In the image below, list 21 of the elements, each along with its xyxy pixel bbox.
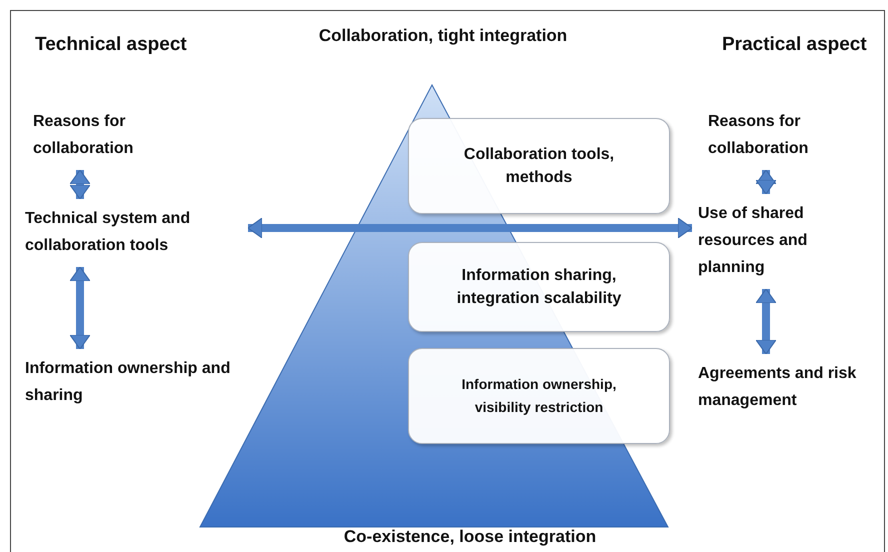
text-label: Reasons for collaboration	[708, 108, 848, 162]
double-arrow	[70, 170, 90, 200]
column-heading: Technical aspect	[35, 34, 187, 56]
text-label: Technical system and collaboration tools	[25, 205, 240, 259]
column-heading: Practical aspect	[722, 34, 867, 56]
axis-caption: Co-existence, loose integration	[344, 527, 596, 547]
axis-caption: Collaboration, tight integration	[318, 26, 568, 46]
box-text: Collaboration tools, methods	[462, 145, 616, 188]
process-box	[408, 118, 670, 214]
double-arrow	[756, 170, 776, 194]
box-text: Information sharing, integration scalability	[456, 266, 622, 309]
double-arrow	[70, 266, 90, 350]
process-box	[408, 348, 670, 444]
box-text: Information ownership, visibility restriction	[460, 375, 618, 417]
text-label: Reasons for collaboration	[33, 108, 173, 162]
text-label: Agreements and risk management	[698, 360, 863, 414]
double-arrow	[248, 218, 692, 238]
text-label: Information ownership and sharing	[25, 355, 245, 409]
text-label: Use of shared resources and planning	[698, 200, 848, 281]
process-box	[408, 242, 670, 332]
double-arrow	[756, 288, 776, 354]
